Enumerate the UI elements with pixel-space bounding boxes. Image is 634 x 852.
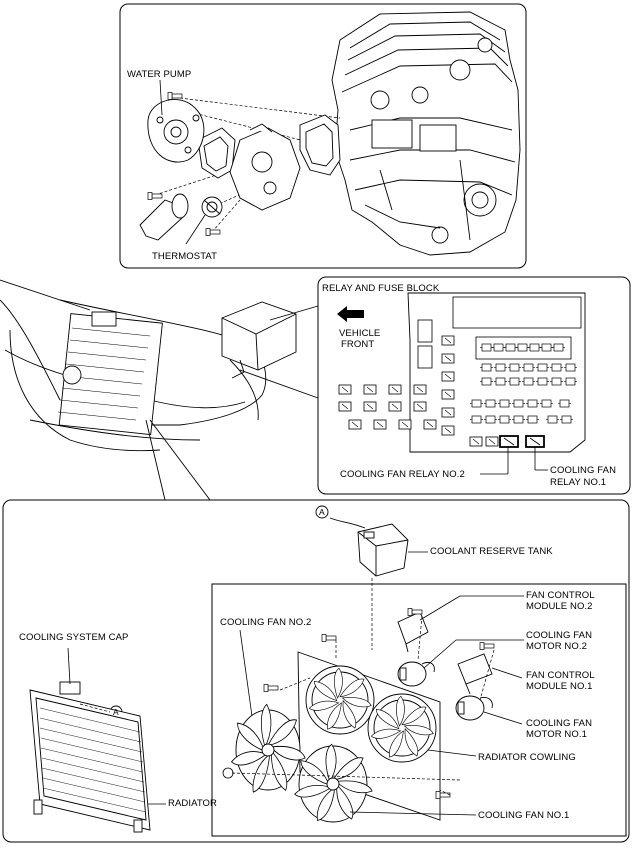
coolant-reserve-tank-illustration xyxy=(329,517,409,577)
fan-control-module-no1-label-line2: MODULE NO.1 xyxy=(526,681,593,692)
cooling-fan-relays-highlight xyxy=(469,435,545,448)
fan-control-module-no2-label-line2: MODULE NO.2 xyxy=(526,601,593,612)
engine-panel xyxy=(119,3,527,269)
fan-control-module-no1-label-line1: FAN CONTROL xyxy=(526,670,595,681)
cooling-fan-motor-no2-label-line2: MOTOR NO.2 xyxy=(526,641,587,652)
engine-block-illustration xyxy=(331,11,521,256)
marker-a2-label: A xyxy=(113,707,119,717)
thermostat-parts-illustration xyxy=(139,193,223,241)
vehicle-front-illustration xyxy=(0,279,319,501)
radiator-cowling-label: RADIATOR COWLING xyxy=(478,752,576,763)
cooling-fan-motor-no1-label-line1: COOLING FAN xyxy=(526,718,593,729)
cooling-fan-motor-no1-label-line2: MOTOR NO.1 xyxy=(526,729,587,740)
fan-motor-no2-illustration xyxy=(397,661,435,687)
cooling-fan-no1-label: COOLING FAN NO.1 xyxy=(478,810,570,821)
thermostat-housing-illustration xyxy=(229,123,301,211)
fan-control-module-no2-label-line1: FAN CONTROL xyxy=(526,590,595,601)
water-pump-illustration xyxy=(147,99,205,163)
radiator-illustration xyxy=(29,681,151,833)
cooling-fan-relay-no1-label-line2: RELAY NO.1 xyxy=(550,477,607,488)
fan-motor-no1-illustration xyxy=(455,695,493,721)
cooling-fan-relay-no1-label-line1: COOLING FAN xyxy=(550,465,617,476)
cooling-system-cap-label: COOLING SYSTEM CAP xyxy=(19,632,129,643)
cooling-fan-no1-illustration xyxy=(294,743,373,823)
cooling-fan-no2-illustration xyxy=(230,703,306,793)
marker-a-label: A xyxy=(319,507,325,517)
fan-control-module-no1-illustration xyxy=(457,653,493,695)
vehicle-front-label-line2: FRONT xyxy=(341,339,375,350)
bottom-panel xyxy=(2,499,630,843)
cooling-fan-no2-label: COOLING FAN NO.2 xyxy=(220,617,312,628)
vehicle-front-arrow-icon xyxy=(337,306,364,322)
gasket-illustration xyxy=(197,114,341,179)
vehicle-front-label-line1: VEHICLE xyxy=(339,328,381,339)
water-pump-label: WATER PUMP xyxy=(127,69,192,80)
marker-a-circle xyxy=(315,505,329,519)
relay-panel xyxy=(317,276,631,495)
cooling-fan-motor-no2-label-line1: COOLING FAN xyxy=(526,630,593,641)
cooling-fan-relay-no2-label: COOLING FAN RELAY NO.2 xyxy=(340,469,465,480)
relay-block-title: RELAY AND FUSE BLOCK xyxy=(322,283,440,294)
thermostat-label: THERMOSTAT xyxy=(152,251,218,262)
radiator-label: RADIATOR xyxy=(168,798,218,809)
coolant-reserve-tank-label: COOLANT RESERVE TANK xyxy=(430,546,553,557)
